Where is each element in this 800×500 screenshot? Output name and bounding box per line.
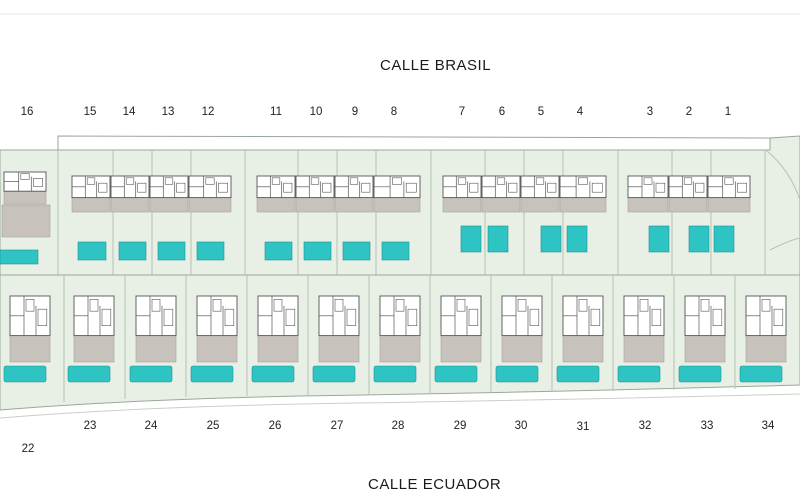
- house-top-13: [149, 175, 189, 213]
- pool-lot-28: [373, 365, 417, 383]
- pool-lot-14: [118, 241, 147, 261]
- street-name-bottom: CALLE ECUADOR: [368, 476, 502, 493]
- lot-number-1: 1: [724, 106, 732, 118]
- pool-lot-7: [460, 225, 482, 253]
- top-row-pools: [0, 225, 735, 265]
- lot-number-7: 7: [458, 106, 466, 118]
- house-top-12: [188, 175, 232, 213]
- house-bottom-24: [135, 295, 177, 363]
- pool-lot-11: [264, 241, 293, 261]
- house-bottom-31: [562, 295, 604, 363]
- pool-lot-27: [312, 365, 356, 383]
- house-top-3: [627, 175, 669, 213]
- pool-lot-33: [678, 365, 722, 383]
- lot-number-28: 28: [391, 420, 405, 432]
- house-bottom-22: [9, 295, 51, 363]
- lot-number-27: 27: [330, 420, 344, 432]
- house-top-14: [110, 175, 150, 213]
- lot-number-11: 11: [270, 106, 282, 118]
- pool-lot-3: [648, 225, 670, 253]
- pool-lot-9: [342, 241, 371, 261]
- pool-lot-26: [251, 365, 295, 383]
- pool-lot-31: [556, 365, 600, 383]
- house-bottom-29: [440, 295, 482, 363]
- lot-number-30: 30: [514, 420, 528, 432]
- house-bottom-25: [196, 295, 238, 363]
- bottom-row-houses: [3, 295, 787, 383]
- house-bottom-26: [257, 295, 299, 363]
- pool-lot-6: [487, 225, 509, 253]
- house-bottom-32: [623, 295, 665, 363]
- house-top-4: [559, 175, 607, 213]
- lot-number-24: 24: [144, 420, 158, 432]
- lot-number-4: 4: [576, 106, 584, 118]
- pool-lot-10: [303, 241, 332, 261]
- pool-lot-23: [67, 365, 111, 383]
- house-top-1: [707, 175, 751, 213]
- house-top-5: [520, 175, 560, 213]
- lot-number-5: 5: [537, 106, 545, 118]
- house-bottom-27: [318, 295, 360, 363]
- lot-number-25: 25: [206, 420, 220, 432]
- house-top-6: [481, 175, 521, 213]
- lot-number-26: 26: [268, 420, 282, 432]
- pool-lot-13: [157, 241, 186, 261]
- lot-number-31: 31: [576, 421, 590, 433]
- pool-lot-1: [713, 225, 735, 253]
- house-bottom-28: [379, 295, 421, 363]
- top-row-houses: [1, 171, 751, 238]
- lot-number-23: 23: [83, 420, 97, 432]
- lot-number-32: 32: [638, 420, 652, 432]
- pool-lot-29: [434, 365, 478, 383]
- lot-number-14: 14: [122, 106, 136, 118]
- lot-number-13: 13: [161, 106, 175, 118]
- pool-lot-24: [129, 365, 173, 383]
- pool-lot-5: [540, 225, 562, 253]
- lot-number-10: 10: [309, 106, 323, 118]
- lot-number-29: 29: [453, 420, 467, 432]
- house-bottom-30: [501, 295, 543, 363]
- pool-lot-32: [617, 365, 661, 383]
- lot-number-34: 34: [761, 420, 775, 432]
- lot-number-22: 22: [21, 443, 35, 455]
- lot-number-3: 3: [646, 106, 654, 118]
- lot-number-2: 2: [685, 106, 693, 118]
- pool-lot-34: [739, 365, 783, 383]
- house-bottom-33: [684, 295, 726, 363]
- lot-number-12: 12: [201, 106, 215, 118]
- pool-lot-15: [77, 241, 107, 261]
- street-name-top: CALLE BRASIL: [380, 57, 492, 74]
- lot-number-9: 9: [351, 106, 359, 118]
- house-top-9: [334, 175, 374, 213]
- lot-number-16: 16: [20, 106, 34, 118]
- pool-lot-8: [381, 241, 410, 261]
- house-top-8: [373, 175, 421, 213]
- pool-lot-16: [0, 249, 39, 265]
- pool-lot-22: [3, 365, 47, 383]
- house-bottom-34: [745, 295, 787, 363]
- pool-lot-12: [196, 241, 225, 261]
- pool-lot-4: [566, 225, 588, 253]
- house-top-11: [256, 175, 296, 213]
- pool-lot-30: [495, 365, 539, 383]
- terrace-lot-16: [1, 204, 51, 238]
- pool-lot-25: [190, 365, 234, 383]
- lot-number-6: 6: [498, 106, 506, 118]
- pool-lot-2: [688, 225, 710, 253]
- house-top-2: [668, 175, 708, 213]
- lot-number-33: 33: [700, 420, 714, 432]
- lot-number-15: 15: [83, 106, 97, 118]
- house-top-7: [442, 175, 482, 213]
- lot-number-8: 8: [390, 106, 398, 118]
- house-top-10: [295, 175, 335, 213]
- house-top-15: [71, 175, 111, 213]
- house-bottom-23: [73, 295, 115, 363]
- house-top-16: [3, 171, 47, 205]
